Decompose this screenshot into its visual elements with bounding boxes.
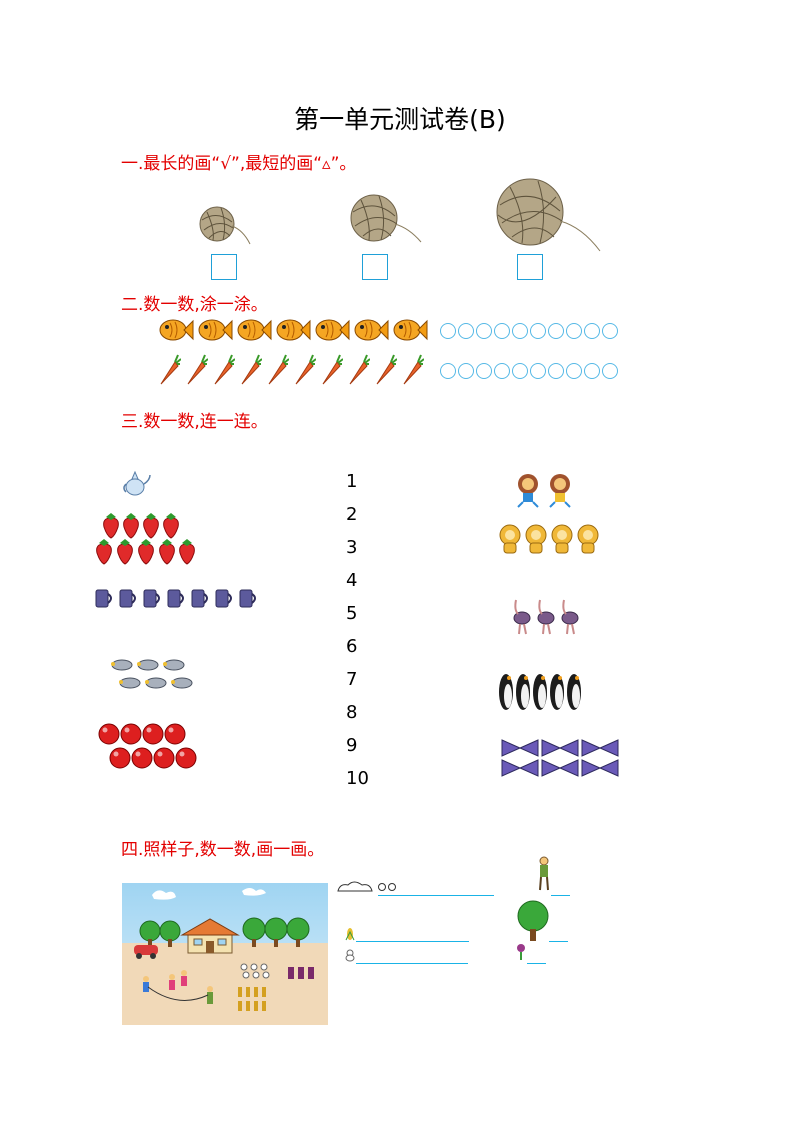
number-label: 6 (346, 636, 358, 657)
yarn-ball-large (496, 178, 601, 252)
flower-answer-line[interactable] (527, 963, 546, 964)
number-label: 4 (346, 570, 358, 591)
birds-icon (111, 659, 193, 689)
count-circle[interactable] (566, 363, 582, 379)
carrot-icon (322, 354, 343, 385)
strawberries-icon (96, 513, 195, 565)
carrot-row (158, 354, 424, 386)
corn-answer-line[interactable] (356, 941, 469, 942)
answer-box-3[interactable] (517, 254, 543, 280)
butterflies-icon (501, 739, 619, 777)
yarn-ball-small (199, 206, 251, 245)
carrot-icon (187, 354, 208, 385)
apples-icon (98, 723, 197, 769)
section-4-heading: 四.照样子,数一数,画一画。 (121, 840, 325, 860)
count-circle[interactable] (584, 323, 600, 339)
scene-picture (122, 883, 328, 1025)
lions-icon (499, 524, 599, 554)
fish-icon (354, 319, 389, 341)
fish-row (158, 315, 428, 345)
number-label: 10 (346, 768, 369, 789)
count-circle[interactable] (440, 363, 456, 379)
carrot-icon (268, 354, 289, 385)
fish-count-circles (440, 323, 618, 339)
carrot-icon (403, 354, 424, 385)
fish-icon (315, 319, 350, 341)
cloud-example-icon (337, 881, 396, 892)
carrot-icon (160, 354, 181, 385)
fish-icon (393, 319, 428, 341)
count-circle[interactable] (512, 323, 528, 339)
count-circle[interactable] (494, 363, 510, 379)
number-label: 5 (346, 603, 358, 624)
penguins-icon (499, 674, 581, 710)
chick-answer-line[interactable] (356, 963, 468, 964)
section-2-heading: 二.数一数,涂一涂。 (121, 295, 268, 315)
carrot-count-circles (440, 363, 618, 379)
count-circle[interactable] (548, 363, 564, 379)
count-circle[interactable] (476, 323, 492, 339)
section-1-heading: 一.最长的画“√”,最短的画“▵”。 (121, 154, 357, 174)
carrot-icon (214, 354, 235, 385)
count-circle[interactable] (530, 323, 546, 339)
carrot-icon (241, 354, 262, 385)
carrot-icon (295, 354, 316, 385)
tree-answer-line[interactable] (549, 941, 568, 942)
number-label: 2 (346, 504, 358, 525)
ostriches-icon (513, 599, 579, 635)
number-label: 3 (346, 537, 358, 558)
count-circle[interactable] (512, 363, 528, 379)
count-circle[interactable] (476, 363, 492, 379)
fish-icon (237, 319, 272, 341)
fish-icon (159, 319, 194, 341)
count-circle[interactable] (602, 323, 618, 339)
carrot-icon (349, 354, 370, 385)
number-label: 7 (346, 669, 358, 690)
count-circle[interactable] (440, 323, 456, 339)
count-circle[interactable] (530, 363, 546, 379)
tree-icon (517, 900, 549, 941)
yarn-ball-medium (350, 194, 422, 243)
answer-box-1[interactable] (211, 254, 237, 280)
boy-answer-line[interactable] (551, 895, 570, 896)
count-circle[interactable] (458, 323, 474, 339)
flower-icon (517, 944, 525, 960)
mugs-icon (95, 589, 256, 608)
number-label: 1 (346, 471, 358, 492)
count-circle[interactable] (584, 363, 600, 379)
fish-icon (198, 319, 233, 341)
count-circle[interactable] (458, 363, 474, 379)
count-circle[interactable] (566, 323, 582, 339)
number-label: 8 (346, 702, 358, 723)
carrot-icon (376, 354, 397, 385)
chick-icon (345, 949, 355, 962)
count-circle[interactable] (602, 363, 618, 379)
boy-icon (539, 856, 549, 891)
cloud-answer-line[interactable] (378, 895, 494, 896)
count-circle[interactable] (548, 323, 564, 339)
section-3-heading: 三.数一数,连一连。 (121, 412, 268, 432)
answer-box-2[interactable] (362, 254, 388, 280)
page-title: 第一单元测试卷(B) (294, 105, 506, 134)
lion-kids-icon (517, 474, 571, 508)
teapot-icon (123, 470, 151, 496)
number-label: 9 (346, 735, 358, 756)
fish-icon (276, 319, 311, 341)
corn-icon (345, 928, 355, 941)
count-circle[interactable] (494, 323, 510, 339)
